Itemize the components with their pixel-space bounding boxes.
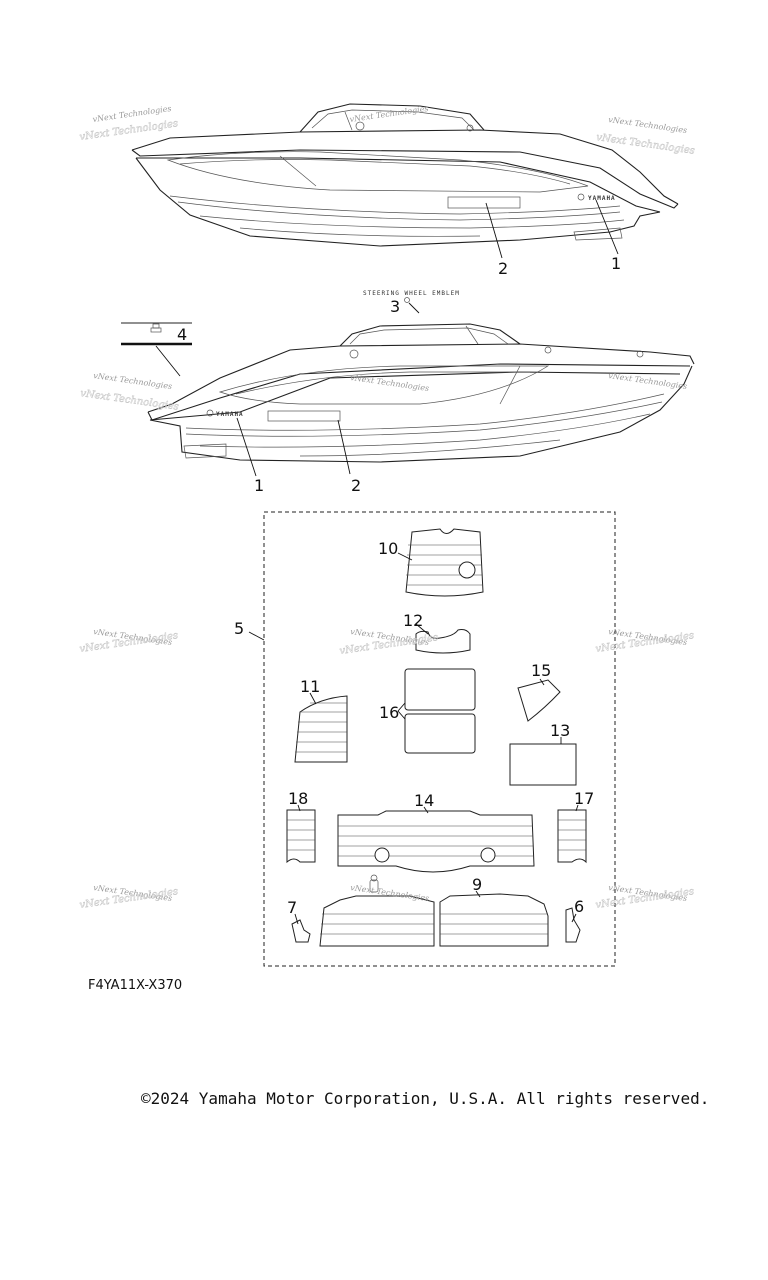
watermark-2-shadow: vNext Technologies (596, 132, 696, 157)
callout-5: 5 (234, 619, 244, 638)
watermark-4-shadow: vNext Technologies (80, 388, 180, 413)
watermarks: vNext Technologies vNext Technologies vN… (79, 104, 696, 911)
mat-part-12 (415, 629, 471, 654)
hull-brand-logo: YAMAHA (588, 195, 616, 202)
callout-17: 17 (574, 789, 594, 808)
mat-part-9 (439, 893, 549, 947)
mat-part-14 (337, 810, 535, 873)
callout-15: 15 (531, 661, 551, 680)
watermark-2: vNext Technologies (608, 115, 688, 135)
callout-13: 13 (550, 721, 570, 740)
mat-part-10 (405, 528, 484, 597)
mat-part-rear-left (319, 874, 435, 947)
callout-10: 10 (378, 539, 398, 558)
mat-part-6 (565, 907, 581, 943)
mat-part-15 (517, 679, 561, 722)
mat-part-11 (294, 695, 348, 763)
catalog-code: F4YA11X-X370 (88, 978, 183, 993)
mat-part-13 (509, 743, 577, 786)
callout-2-bottom: 2 (351, 476, 361, 495)
watermark-4: vNext Technologies (93, 371, 173, 391)
boat-side-view-top: YAMAHA (131, 103, 679, 247)
steering-wheel-emblem-note: STEERING WHEEL EMBLEM (363, 290, 460, 297)
callout-3: 3 (390, 297, 400, 316)
hull-brand-logo-bottom: YAMAHA (216, 411, 244, 418)
watermark-3: vNext Technologies (349, 104, 429, 124)
callout-7: 7 (287, 898, 297, 917)
callout-1-bottom: 1 (254, 476, 264, 495)
decal-strip-part-4 (121, 322, 192, 377)
callout-12: 12 (403, 611, 423, 630)
callout-16: 16 (379, 703, 399, 722)
callout-6: 6 (574, 897, 584, 916)
copyright-notice: ©2024 Yamaha Motor Corporation, U.S.A. A… (141, 1089, 710, 1108)
callout-4: 4 (177, 325, 187, 344)
callout-2-top: 2 (498, 259, 508, 278)
callout-9: 9 (472, 875, 482, 894)
callout-14: 14 (414, 791, 434, 810)
mat-part-18 (286, 809, 316, 864)
mat-part-17 (557, 809, 587, 864)
callout-11: 11 (300, 677, 320, 696)
mat-part-16 (404, 668, 476, 754)
mat-part-7 (291, 919, 311, 943)
mat-kit-boundary (263, 511, 616, 967)
callout-18: 18 (288, 789, 308, 808)
callout-1-top: 1 (611, 254, 621, 273)
boat-side-view-bottom: YAMAHA (147, 323, 695, 463)
